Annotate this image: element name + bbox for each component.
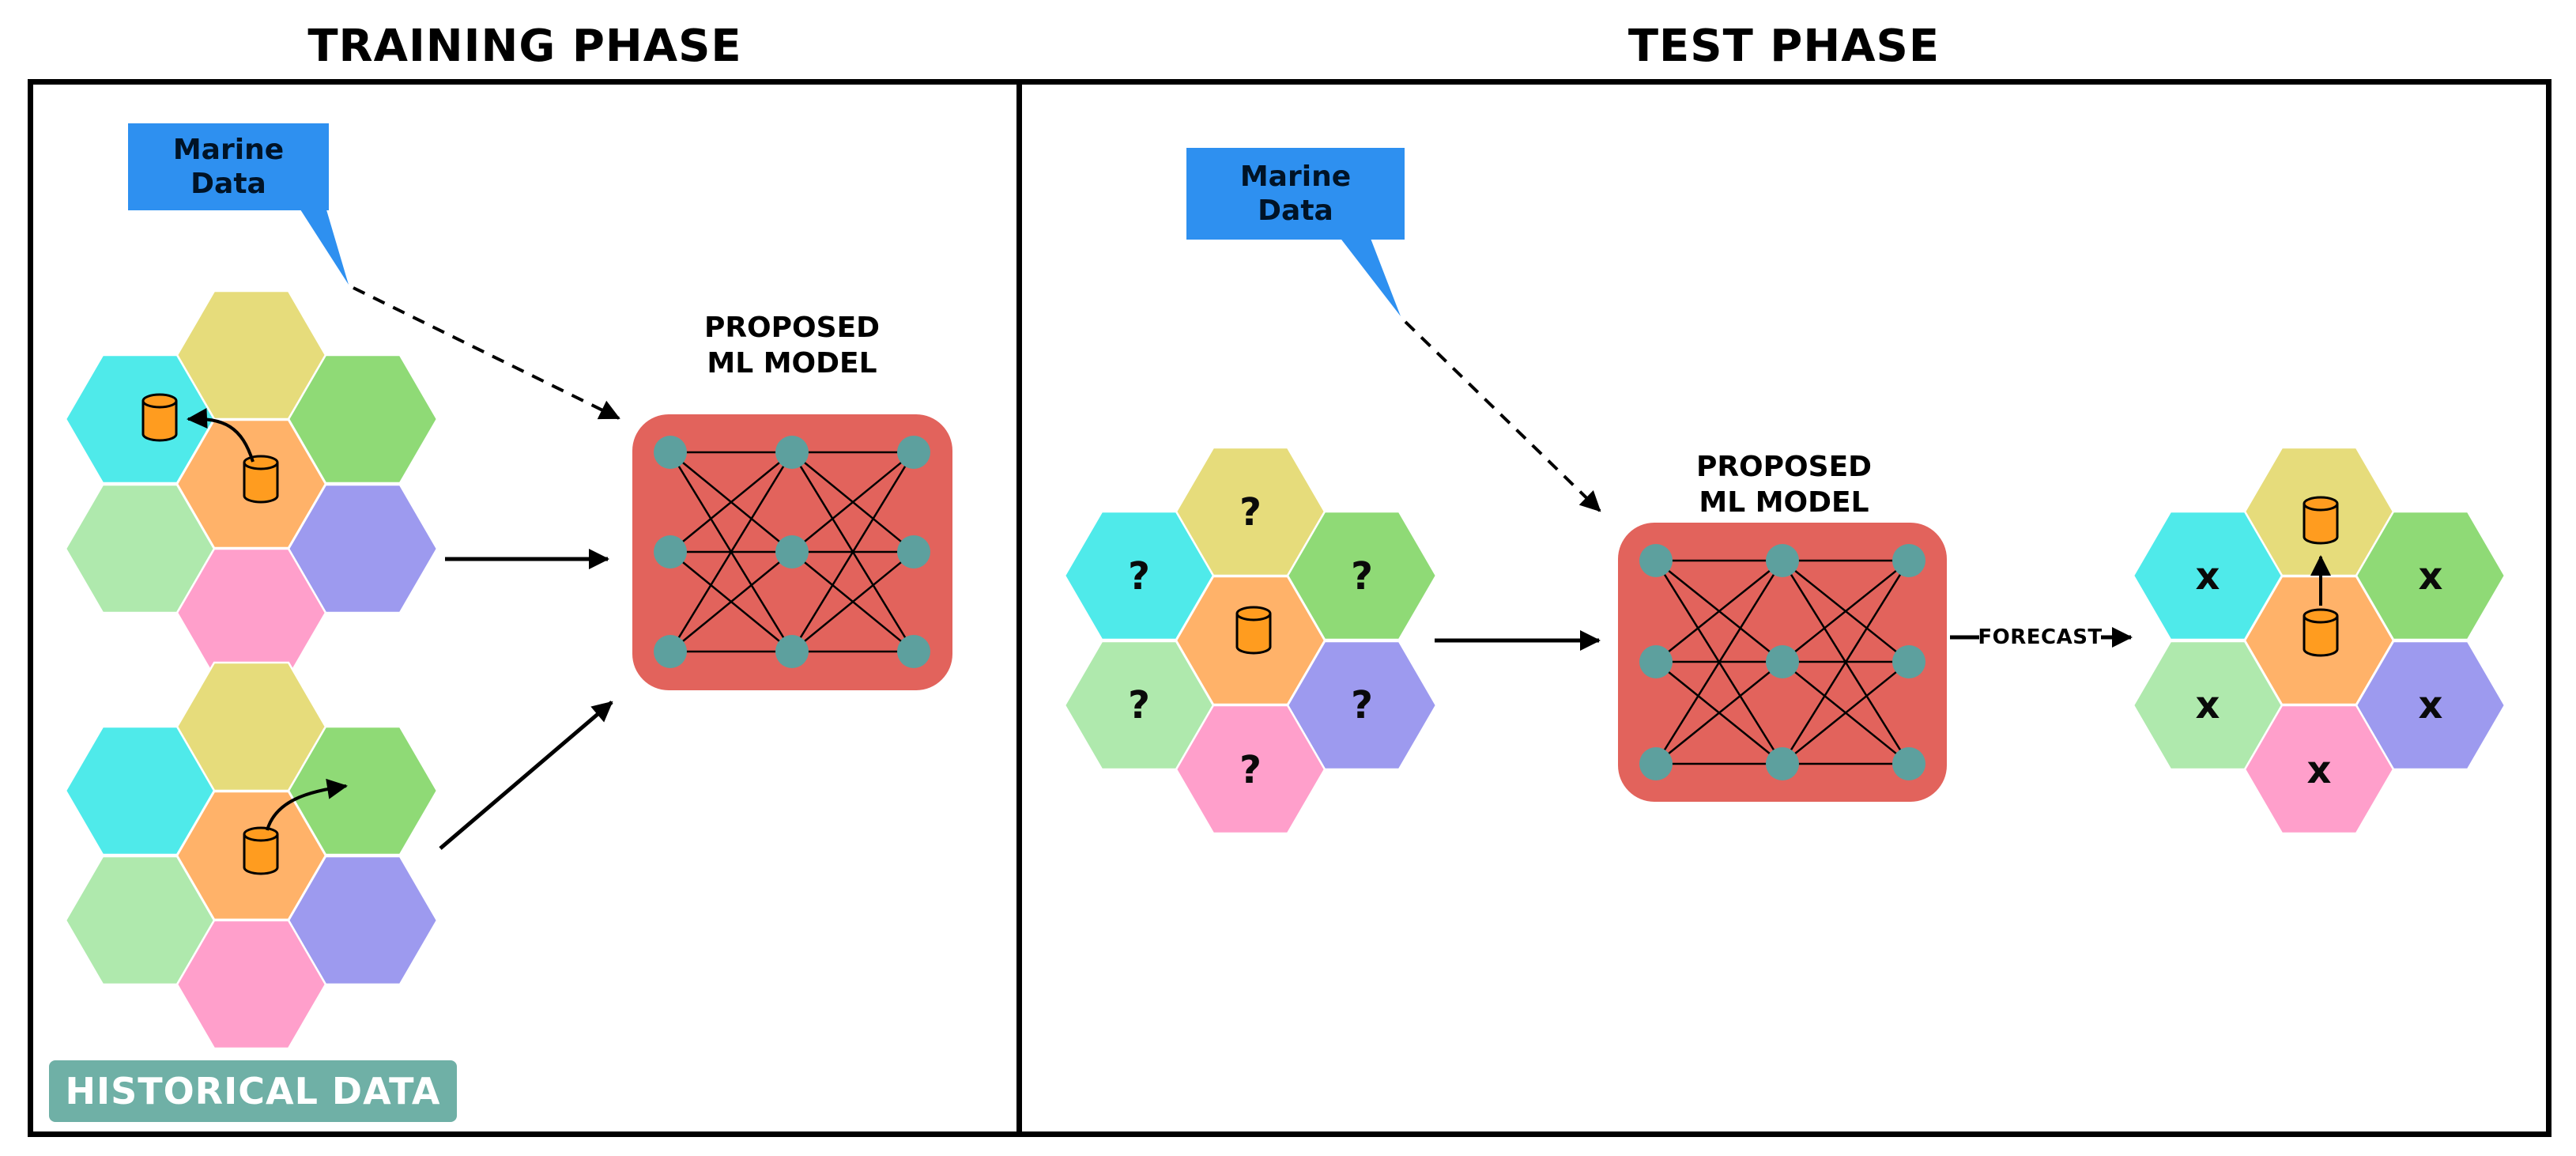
marine-data-callout-test: Marine Data xyxy=(1186,148,1405,240)
forecast-label: FORECAST xyxy=(1978,621,2102,653)
proposed-ml-model-label-training: PROPOSED ML MODEL xyxy=(703,312,881,380)
historical-data-badge: HISTORICAL DATA xyxy=(49,1060,457,1122)
proposed-ml-model-label-test: PROPOSED ML MODEL xyxy=(1695,451,1873,519)
test-phase-title: TEST PHASE xyxy=(1627,21,1940,72)
training-phase-title: TRAINING PHASE xyxy=(307,21,742,72)
marine-data-callout-training: Marine Data xyxy=(128,123,329,210)
training-panel xyxy=(28,79,1022,1137)
